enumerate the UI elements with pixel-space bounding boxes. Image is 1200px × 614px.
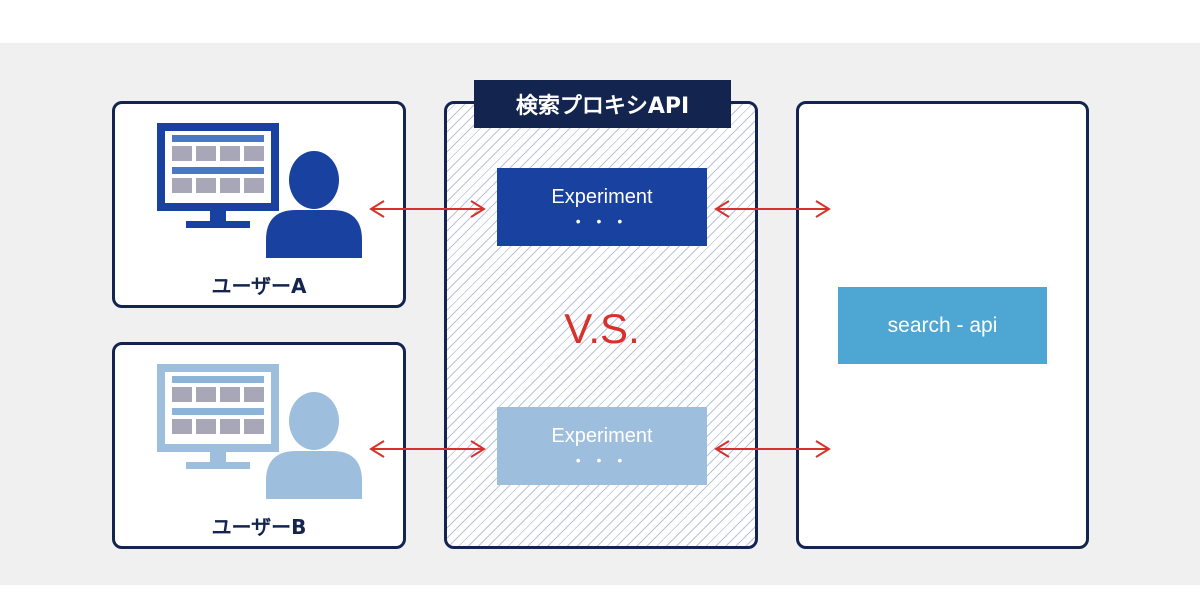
user-b-icon: [266, 392, 362, 499]
experiment-a-label: Experiment: [551, 185, 653, 208]
user-a-icon: [266, 151, 362, 258]
proxy-api-title: 検索プロキシAPI: [474, 80, 731, 128]
arrow-experiment-a-to-search-api: [714, 200, 831, 218]
versus-label: V.S.: [564, 305, 640, 352]
monitor-icon: [157, 364, 279, 469]
experiment-a-box: Experiment • • •: [497, 168, 707, 246]
experiment-b-dots: • • •: [575, 451, 629, 468]
experiment-a-dots: • • •: [575, 212, 629, 229]
user-b-label: ユーザーB: [211, 515, 307, 539]
arrow-experiment-b-to-search-api: [714, 440, 831, 458]
arrow-user-a-to-experiment-a: [369, 200, 486, 218]
arrow-user-b-to-experiment-b: [369, 440, 486, 458]
search-api-label: search - api: [887, 313, 998, 337]
experiment-b-box: Experiment • • •: [497, 407, 707, 485]
user-a-label: ユーザーA: [211, 274, 307, 298]
search-api-box: search - api: [838, 287, 1047, 364]
experiment-b-label: Experiment: [551, 424, 653, 447]
monitor-icon: [157, 123, 279, 228]
